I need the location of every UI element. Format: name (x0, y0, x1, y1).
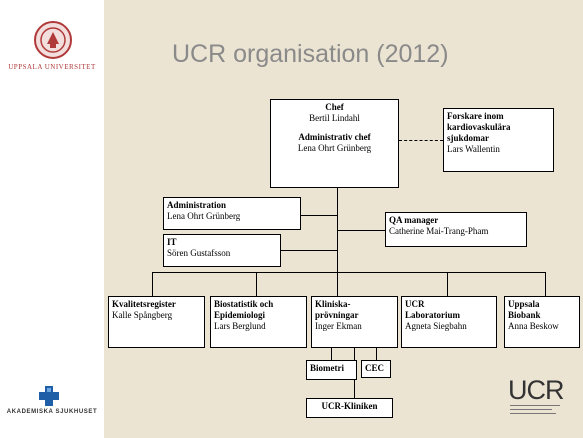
administration-title: Administration (167, 200, 227, 210)
box-administration: Administration Lena Ohrt Grünberg (163, 197, 301, 230)
forskare-title: Forskare inom kardiovaskulära sjukdomar (447, 111, 511, 143)
box-biostatistik: Biostatistik och Epidemiologi Lars Bergl… (210, 296, 307, 348)
kvalitet-name: Kalle Spångberg (112, 310, 173, 320)
connector-bottom-bar (152, 272, 545, 273)
uppsala-logo-text: UPPSALA UNIVERSITET (8, 63, 96, 71)
connector-qa (337, 230, 385, 231)
lab-name: Agneta Siegbahn (405, 321, 467, 331)
box-kvalitetsregister: Kvalitetsregister Kalle Spångberg (108, 296, 205, 348)
biobank-title: Uppsala Biobank (508, 299, 541, 320)
slide-title: UCR organisation (2012) (172, 40, 449, 68)
it-title: IT (167, 237, 177, 247)
box-uppsala-biobank: Uppsala Biobank Anna Beskow (504, 296, 580, 348)
logo-sidebar: UPPSALA UNIVERSITET AKADEMISKA SJUKHUSET (0, 0, 104, 438)
it-name: Sören Gustafsson (167, 248, 231, 258)
administration-name: Lena Ohrt Grünberg (167, 211, 241, 221)
box-cec: CEC (361, 360, 391, 378)
admin-chef-title: Administrativ chef (298, 132, 371, 142)
box-ucr-kliniken: UCR-Kliniken (306, 398, 393, 418)
box-kliniska-provningar: Kliniska-prövningar Inger Ekman (311, 296, 398, 348)
forskare-name: Lars Wallentin (447, 144, 500, 154)
ucr-logo: UCR (508, 375, 564, 405)
kliniska-name: Inger Ekman (315, 321, 362, 331)
kliniska-title: Kliniska-prövningar (315, 299, 359, 320)
connector-cec (376, 348, 377, 360)
akademiska-logo-text: AKADEMISKA SJUKHUSET (6, 409, 98, 415)
ucr-logo-lines-icon (510, 405, 560, 414)
admin-chef-name: Lena Ohrt Grünberg (297, 143, 372, 153)
chef-name: Bertil Lindahl (309, 113, 360, 123)
connector-biometri (331, 348, 332, 360)
connector-lab (447, 272, 448, 296)
connector-biobank (545, 272, 546, 296)
uppsala-seal-icon (34, 21, 72, 59)
box-qa-manager: QA manager Catherine Mai-Trang-Pham (385, 212, 527, 247)
connector-chef-forskare (399, 140, 443, 141)
biostat-title: Biostatistik och Epidemiologi (214, 299, 274, 320)
box-forskare: Forskare inom kardiovaskulära sjukdomar … (443, 108, 554, 172)
qa-title: QA manager (389, 215, 439, 225)
kvalitet-title: Kvalitetsregister (112, 299, 176, 309)
biobank-name: Anna Beskow (508, 321, 559, 331)
box-ucr-laboratorium: UCR Laboratorium Agneta Siegbahn (401, 296, 497, 348)
connector-it (281, 250, 337, 251)
connector-admin (301, 215, 337, 216)
ucr-logo-decoration (510, 404, 570, 420)
biometri-title: Biometri (310, 363, 344, 373)
box-biometri: Biometri (306, 360, 357, 380)
qa-name: Catherine Mai-Trang-Pham (389, 226, 489, 236)
akademiska-cross-icon (39, 386, 59, 406)
cec-title: CEC (365, 363, 385, 373)
biostat-name: Lars Berglund (214, 321, 266, 331)
kliniken-title: UCR-Kliniken (321, 401, 378, 411)
box-chef: Chef Bertil Lindahl Administrativ chef L… (270, 99, 399, 188)
connector-biostat (256, 272, 257, 296)
chef-title: Chef (325, 102, 344, 112)
connector-kliniska (337, 272, 338, 296)
box-it: IT Sören Gustafsson (163, 234, 281, 267)
connector-kvalitet (152, 272, 153, 296)
lab-title: UCR Laboratorium (405, 299, 460, 320)
